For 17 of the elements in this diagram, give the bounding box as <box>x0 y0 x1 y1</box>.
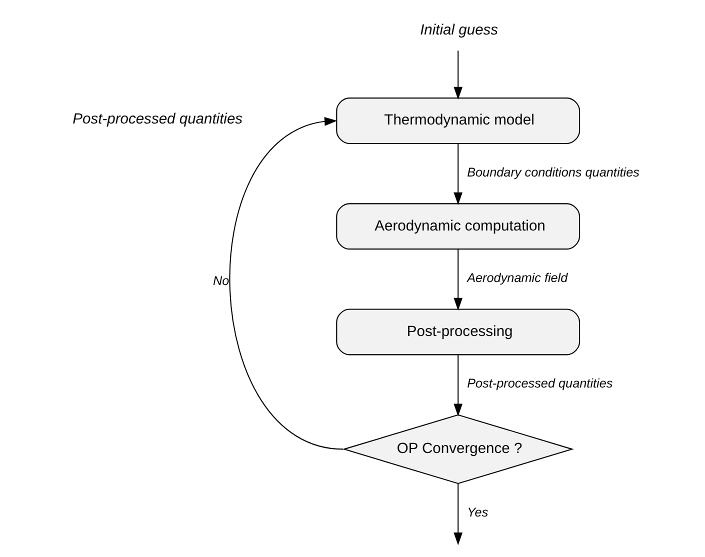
arrow <box>454 354 463 416</box>
node-box: Post-processing <box>336 308 580 356</box>
arrow <box>454 50 463 100</box>
node-box: Thermodynamic model <box>336 98 580 144</box>
arrow <box>454 484 463 546</box>
arrow <box>454 249 463 311</box>
edge-label: Yes <box>467 505 488 520</box>
edge-label: Post-processed quantities <box>467 376 613 391</box>
edge-label: Aerodynamic field <box>467 270 568 285</box>
edge-label: No <box>213 274 230 288</box>
arrow <box>230 116 344 450</box>
node-diamond: OP Convergence ? <box>342 414 574 484</box>
node-text: Initial guess <box>420 22 498 38</box>
label: Post-processed quantities <box>72 112 243 128</box>
edge-label: Boundary conditions quantities <box>467 165 640 180</box>
node-box: Aerodynamic computation <box>336 203 580 250</box>
arrow <box>454 144 463 205</box>
